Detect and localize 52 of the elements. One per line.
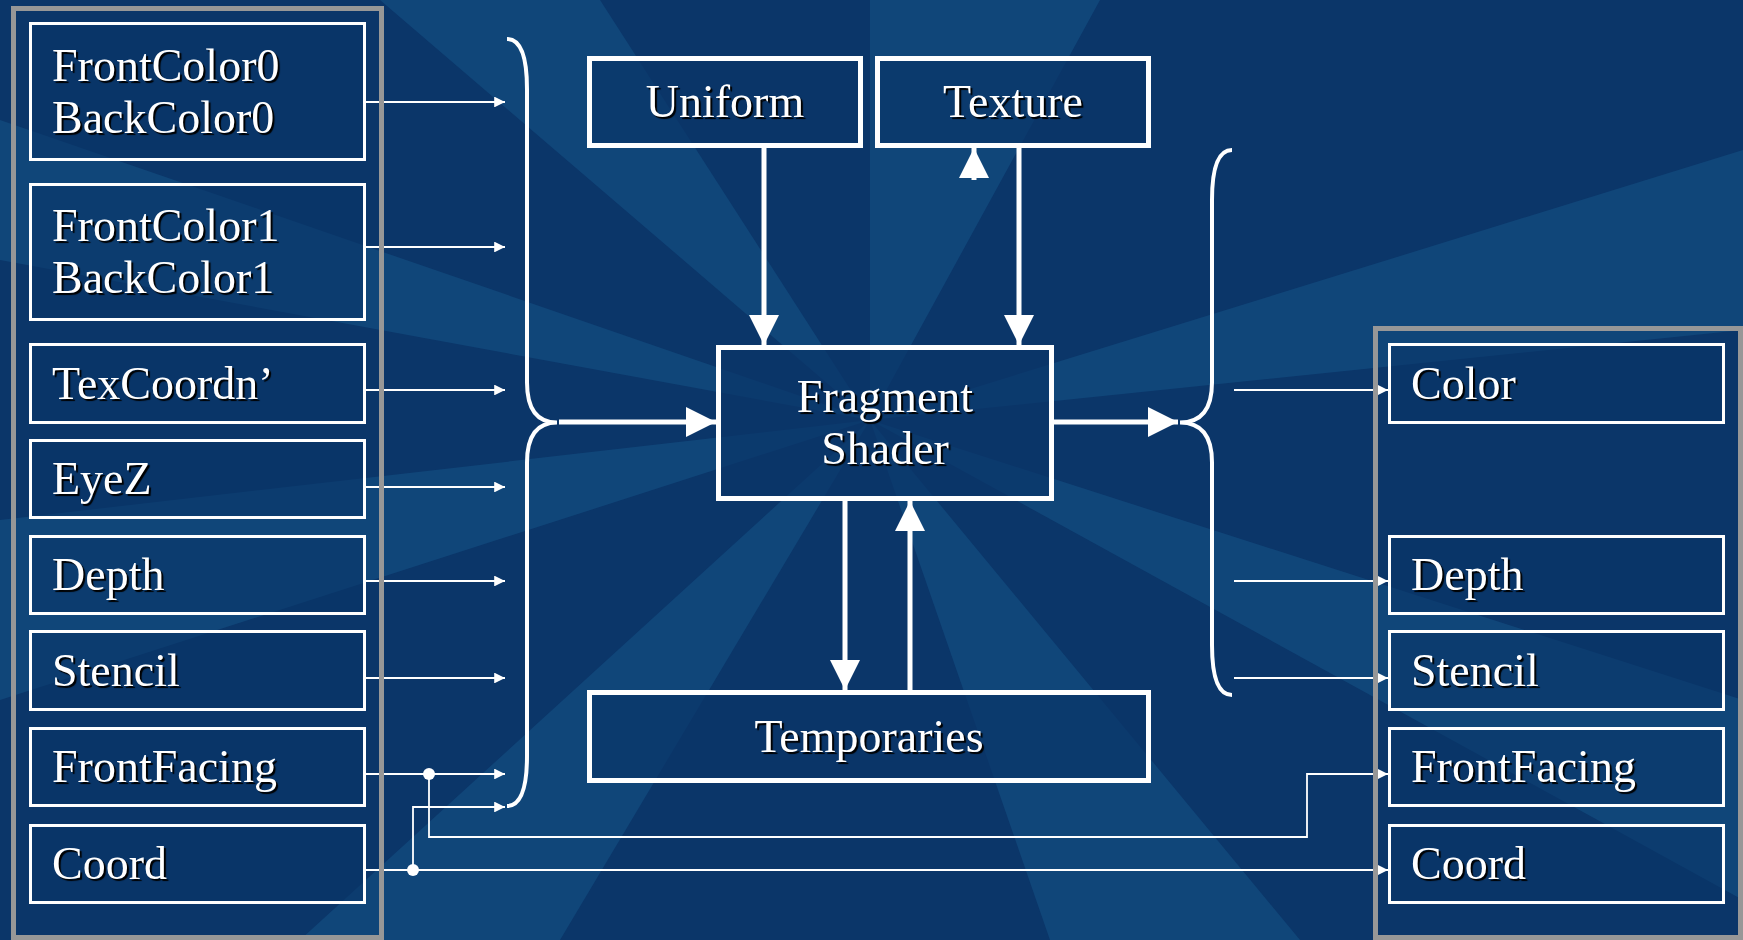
arrow — [959, 148, 989, 180]
node-label: EyeZ — [52, 453, 152, 505]
arrow — [895, 501, 925, 690]
variable-box — [1388, 630, 1725, 711]
variable-box — [1388, 343, 1725, 424]
arrow — [365, 96, 506, 108]
arrow — [1233, 575, 1389, 587]
variable-box — [29, 727, 366, 807]
arrow — [365, 241, 506, 253]
arrow — [365, 384, 506, 396]
node-label: Stencil — [52, 644, 180, 697]
node-label: FrontFacing — [1411, 741, 1636, 793]
node-label: Color — [1411, 357, 1516, 410]
variable-box — [1388, 727, 1725, 807]
node-label: Coord — [1411, 838, 1526, 890]
arrow — [1233, 384, 1389, 396]
variable-box — [29, 343, 366, 424]
node-label: Depth — [1411, 549, 1524, 601]
arrow — [365, 672, 506, 684]
group-panel — [11, 6, 384, 940]
group-panel — [1373, 326, 1743, 940]
node-label: Texture — [943, 76, 1083, 128]
node-label: FrontColor0 BackColor0 — [52, 40, 281, 143]
variable-box — [29, 183, 366, 321]
variable-box — [29, 630, 366, 711]
arrow — [365, 481, 506, 493]
variable-box — [29, 22, 366, 161]
process-box — [587, 56, 863, 148]
node-label: Depth — [52, 549, 165, 601]
node-label: Coord — [52, 838, 167, 890]
node-label: Stencil — [1411, 644, 1539, 697]
arrow — [749, 148, 779, 345]
arrow — [1004, 148, 1034, 345]
node-label: FrontFacing — [52, 741, 277, 793]
arrow — [559, 407, 716, 437]
node-label: TexCoordn’ — [52, 357, 274, 410]
variable-box — [1388, 535, 1725, 615]
arrow — [1054, 407, 1178, 437]
node-label: FrontColor1 BackColor1 — [52, 200, 281, 304]
arrow — [1233, 672, 1389, 684]
process-box — [587, 690, 1151, 783]
variable-box — [29, 824, 366, 904]
variable-box — [29, 535, 366, 615]
node-label: Temporaries — [754, 710, 984, 763]
arrow — [365, 575, 506, 587]
variable-box — [29, 439, 366, 519]
process-box — [875, 56, 1151, 148]
node-label: Fragment Shader — [795, 371, 975, 475]
variable-box — [1388, 824, 1725, 904]
arrow — [830, 501, 860, 690]
process-box — [716, 345, 1054, 501]
node-label: Uniform — [645, 76, 805, 128]
